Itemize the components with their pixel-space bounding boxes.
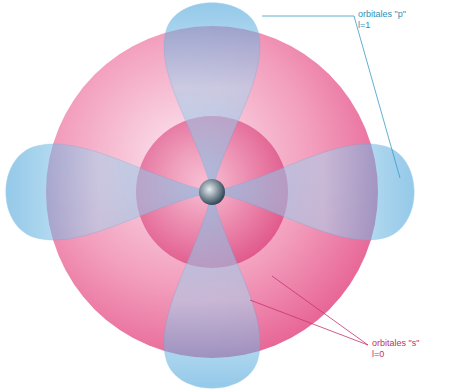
quantum-number: l=1 (358, 20, 370, 31)
p-lobe (6, 144, 212, 240)
orbital-label: orbitales "p" (358, 9, 406, 20)
leader-lines (250, 16, 400, 345)
nucleus (199, 179, 225, 205)
p-lobe (164, 3, 260, 192)
leader-line (250, 300, 368, 345)
orbital-label: orbitales "s" (372, 338, 419, 349)
p-lobe (164, 192, 260, 388)
leader-line (262, 16, 354, 17)
p-lobe (212, 144, 414, 240)
quantum-number: l=0 (372, 349, 384, 360)
leader-line (272, 276, 368, 345)
p-orbital (6, 3, 414, 388)
leader-line (354, 16, 400, 178)
